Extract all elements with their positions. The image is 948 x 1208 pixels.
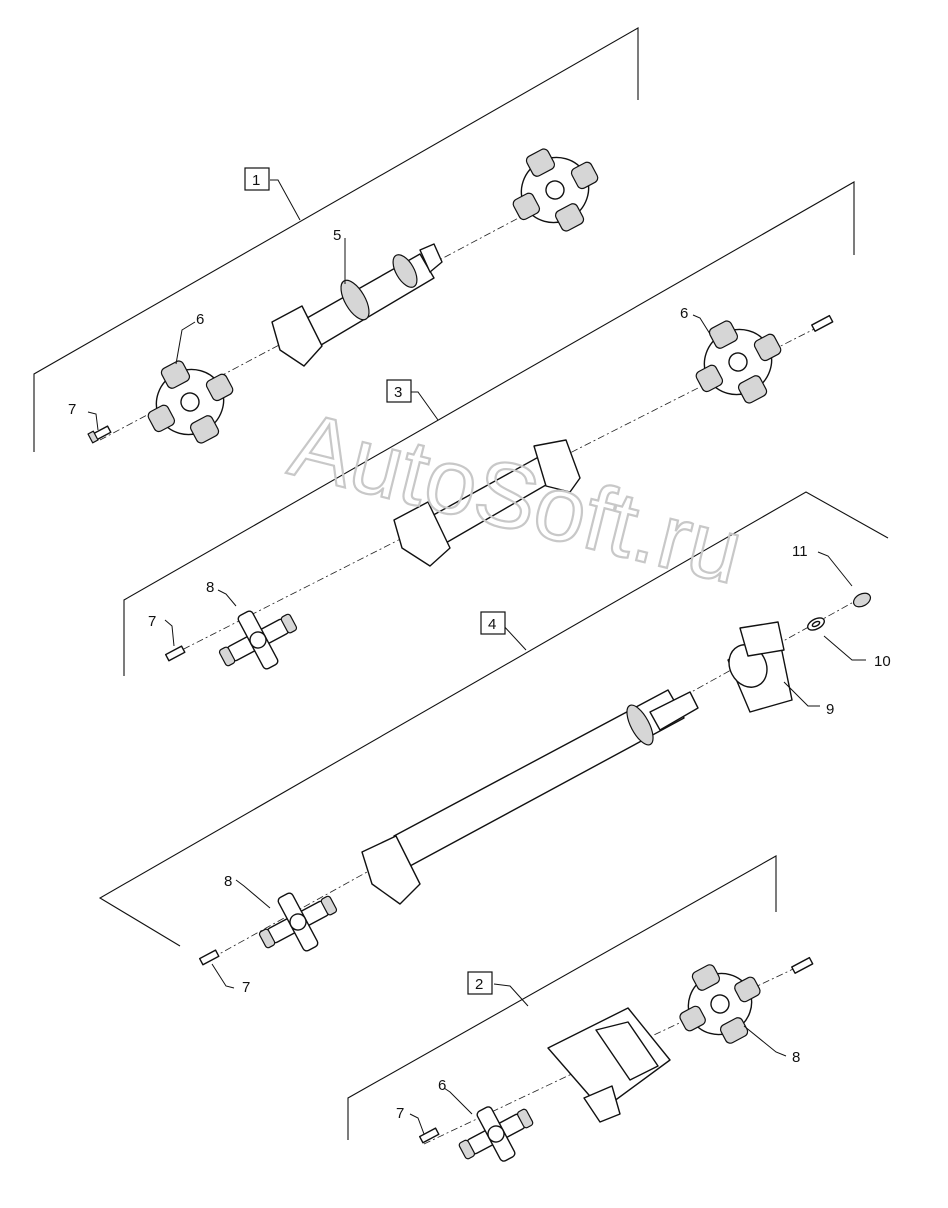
group-4-washer xyxy=(807,617,825,631)
group-label-2: 2 xyxy=(467,971,493,995)
group-label-2-text: 2 xyxy=(475,976,483,993)
group-3-driveshaft xyxy=(393,439,581,567)
group-3-bolt-right xyxy=(811,314,834,332)
callout-9: 9 xyxy=(826,701,834,718)
group-label-1: 1 xyxy=(244,167,270,191)
callout-11: 11 xyxy=(792,543,808,560)
group-2-yoke xyxy=(547,1007,671,1123)
axis-group-3 xyxy=(169,321,829,657)
group-3-right-coupling xyxy=(695,320,782,404)
group-4-nut xyxy=(852,592,872,608)
group-3-frame xyxy=(123,181,855,676)
callout-6-group-2: 6 xyxy=(438,1077,446,1094)
group-3-bolt-left xyxy=(164,645,186,662)
group-label-4-text: 4 xyxy=(488,616,496,633)
group-1-right-coupling xyxy=(512,148,599,232)
callout-6-group-1: 6 xyxy=(196,311,204,328)
group-2-spider xyxy=(458,1106,534,1162)
leader-lines xyxy=(87,179,866,1135)
group-1-frame xyxy=(33,27,639,452)
group-4-bolt xyxy=(198,949,220,966)
callout-8-group-4: 8 xyxy=(224,873,232,890)
callout-8-group-2: 8 xyxy=(792,1049,800,1066)
group-label-4: 4 xyxy=(480,611,506,635)
watermark: AutoSoft.ru xyxy=(281,393,752,603)
group-4-spider xyxy=(258,892,338,952)
callout-5: 5 xyxy=(333,227,341,244)
group-4-frame xyxy=(98,491,889,947)
group-4-bearing-housing xyxy=(727,621,793,713)
group-label-1-text: 1 xyxy=(252,172,260,189)
callout-7-group-3: 7 xyxy=(148,613,156,630)
group-1-left-coupling xyxy=(147,360,234,444)
callout-7-group-2: 7 xyxy=(396,1105,404,1122)
group-label-3: 3 xyxy=(386,379,412,403)
group-3-spider xyxy=(218,610,298,670)
group-2-bolt-right xyxy=(791,956,814,974)
callout-10: 10 xyxy=(874,653,891,670)
callout-8-group-3: 8 xyxy=(206,579,214,596)
group-2-coupling xyxy=(679,964,761,1044)
group-2-frame xyxy=(347,855,777,1140)
group-1-bolt xyxy=(87,425,112,444)
callout-7-group-1: 7 xyxy=(68,401,76,418)
group-label-3-text: 3 xyxy=(394,384,402,401)
group-4-driveshaft xyxy=(361,689,699,905)
callout-7-group-4: 7 xyxy=(242,979,250,996)
group-1-driveshaft xyxy=(271,243,443,367)
group-2-bolt-left xyxy=(418,1127,440,1144)
callout-6-group-3: 6 xyxy=(680,305,688,322)
